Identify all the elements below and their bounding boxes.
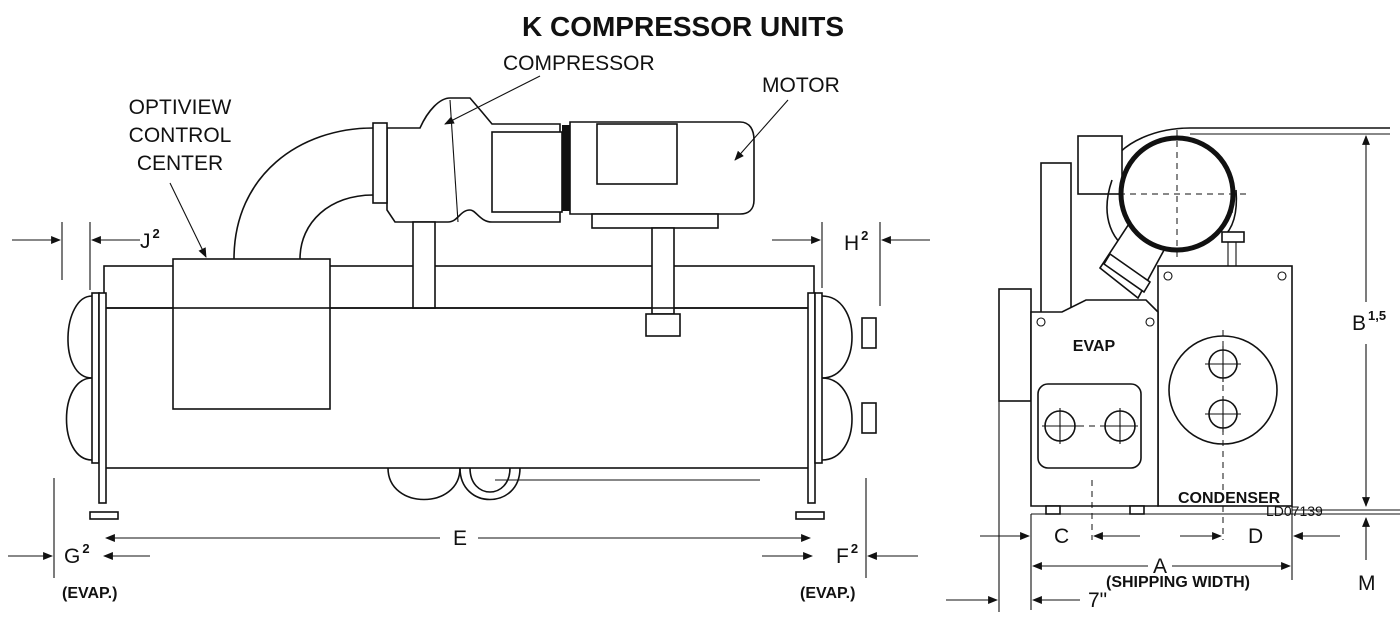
dim-A: A (1153, 555, 1167, 578)
optiview-label-2: CONTROL (129, 124, 232, 147)
optiview-label-1: OPTIVIEW (129, 96, 232, 119)
optiview-label-3: CENTER (137, 152, 223, 175)
dim-G-note: (EVAP.) (62, 585, 117, 602)
condenser-label: CONDENSER (1178, 490, 1281, 507)
dim-C: C (1054, 525, 1069, 548)
dim-A-note: (SHIPPING WIDTH) (1106, 574, 1250, 591)
coupling (491, 131, 563, 213)
evap-nozzle-plate (1037, 383, 1142, 469)
dim-F-note: (EVAP.) (800, 585, 855, 602)
right-waterbox (821, 295, 853, 379)
dim-D: D (1248, 525, 1263, 548)
condenser-box (1157, 265, 1293, 507)
motor-label: MOTOR (762, 74, 840, 97)
dim-M: M (1358, 572, 1376, 595)
dim-seven: 7" (1088, 589, 1107, 612)
dim-E: E (453, 527, 467, 550)
evap-box (1030, 299, 1159, 507)
drawing-title: K COMPRESSOR UNITS (522, 11, 844, 42)
coupling-band (562, 125, 570, 211)
drawing-id: LD07139 (1266, 503, 1323, 519)
suction-pipe (233, 127, 374, 260)
side-view: COMPRESSOR MOTOR OPTIVIEW CONTROL CENTER… (8, 52, 930, 602)
compressor-label: COMPRESSOR (503, 52, 655, 75)
evap-label: EVAP (1073, 338, 1116, 355)
optiview-box (172, 258, 331, 410)
left-waterbox (67, 295, 93, 379)
